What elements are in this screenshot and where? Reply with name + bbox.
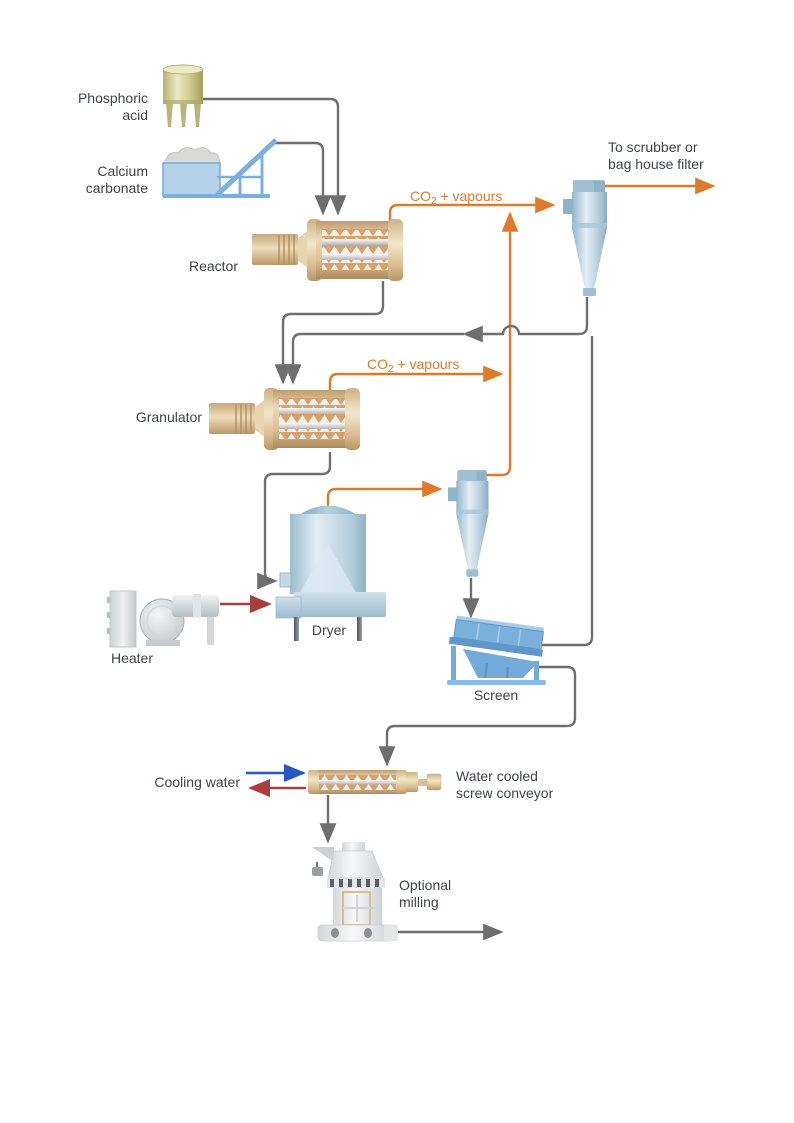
dryer-vessel (275, 505, 386, 641)
dryer-leg (294, 617, 299, 641)
vibrating-screen (447, 615, 546, 685)
phosphoric-acid-tank (162, 64, 204, 127)
dryer-label: Dryer (311, 622, 347, 638)
powder-heap (163, 147, 221, 165)
heater-blower (107, 590, 219, 648)
flow-screen-to-conveyor (378, 665, 577, 767)
dryer-leg (357, 617, 362, 641)
calcium-carbonate-label: Calcium carbonate (85, 163, 148, 196)
reactor-drum (251, 218, 404, 282)
calcium-carbonate-hopper (162, 138, 278, 198)
flow-dryer-to-cyclone2 (326, 480, 443, 506)
flow-screen-oversize-return (539, 336, 594, 647)
reactor-label: Reactor (188, 258, 238, 274)
cyclone-separator-main (563, 180, 607, 296)
flow-vapour-riser (484, 211, 519, 477)
cyclone-separator-dryer (448, 470, 489, 577)
milling-machine (312, 842, 398, 942)
flow-phosphoric-to-reactor (203, 97, 347, 216)
scrubber-label: To scrubber or bag house filter (608, 139, 704, 172)
flow-reactor-co2-to-cyclone (388, 196, 556, 222)
flow-cyclone-fines-recycle (462, 297, 589, 343)
granulator-label: Granulator (135, 409, 202, 425)
co2-vapours-granulator-label: CO2 + vapours (367, 356, 460, 375)
belt-conveyor (163, 138, 278, 198)
screw-conveyor-label: Water cooled screw conveyor (456, 768, 554, 801)
flow-granulator-to-dryer (257, 452, 332, 590)
screen-label: Screen (473, 687, 519, 703)
granulator-drum (208, 387, 361, 451)
screw-conveyor (308, 770, 442, 794)
phosphoric-acid-label: Phosphoric acid (77, 90, 148, 123)
flow-granulator-co2 (328, 365, 504, 393)
co2-vapours-reactor-label: CO2 + vapours (410, 188, 503, 207)
optional-milling-label: Optional milling (399, 877, 452, 910)
cooling-water-label: Cooling water (154, 774, 240, 790)
heater-label: Heater (110, 650, 154, 666)
flow-recycle-to-granulator (284, 332, 464, 385)
flow-reactor-to-granulator (274, 281, 385, 385)
flow-calcium-to-reactor (272, 141, 332, 216)
